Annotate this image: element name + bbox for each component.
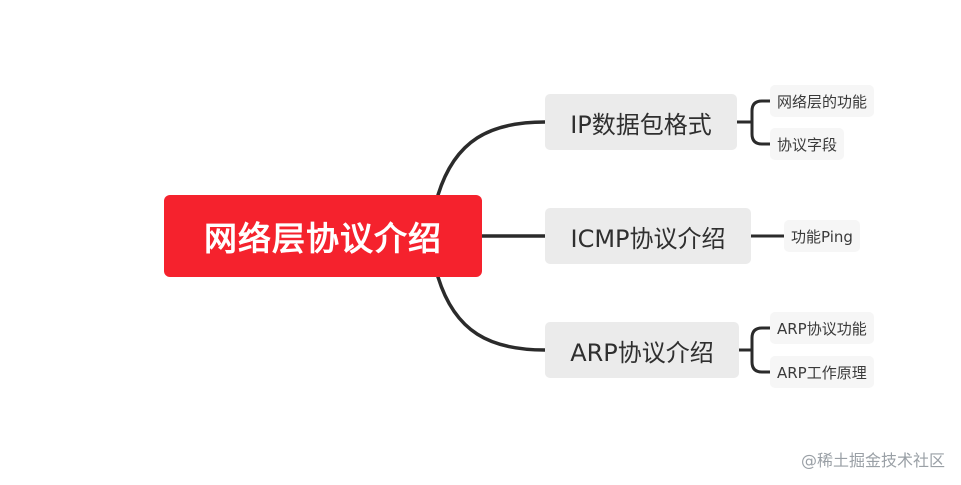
leaf-node-label: 功能Ping xyxy=(791,227,853,246)
root-node-label: 网络层协议介绍 xyxy=(204,219,442,258)
leaf-node-label: ARP协议功能 xyxy=(777,319,867,338)
leaf-node-label: 网络层的功能 xyxy=(777,92,868,111)
branch-node-label: ARP协议介绍 xyxy=(570,338,714,367)
branch-node-ip[interactable]: IP数据包格式 xyxy=(545,94,737,150)
leaf-node-label: 协议字段 xyxy=(777,135,838,154)
connector-root-to-ip xyxy=(436,120,547,197)
leaf-node-arp-function[interactable]: ARP协议功能 xyxy=(770,312,874,344)
branch-node-arp[interactable]: ARP协议介绍 xyxy=(545,322,739,378)
leaf-node-arp-principle[interactable]: ARP工作原理 xyxy=(770,356,874,388)
leaf-node-label: ARP工作原理 xyxy=(777,363,867,382)
branch-node-label: ICMP协议介绍 xyxy=(570,224,726,253)
leaf-node-network-layer-function[interactable]: 网络层的功能 xyxy=(770,85,875,117)
leaf-node-protocol-fields[interactable]: 协议字段 xyxy=(770,128,845,160)
root-node[interactable]: 网络层协议介绍 xyxy=(164,195,482,277)
connector-arp-bracket xyxy=(750,326,772,374)
branch-node-label: IP数据包格式 xyxy=(570,110,712,139)
connector-ip-bracket xyxy=(750,99,772,146)
connector-root-to-arp xyxy=(436,275,547,352)
watermark: @稀土掘金技术社区 xyxy=(800,451,945,470)
branch-node-icmp[interactable]: ICMP协议介绍 xyxy=(545,208,751,264)
leaf-node-ping-function[interactable]: 功能Ping xyxy=(784,220,860,252)
